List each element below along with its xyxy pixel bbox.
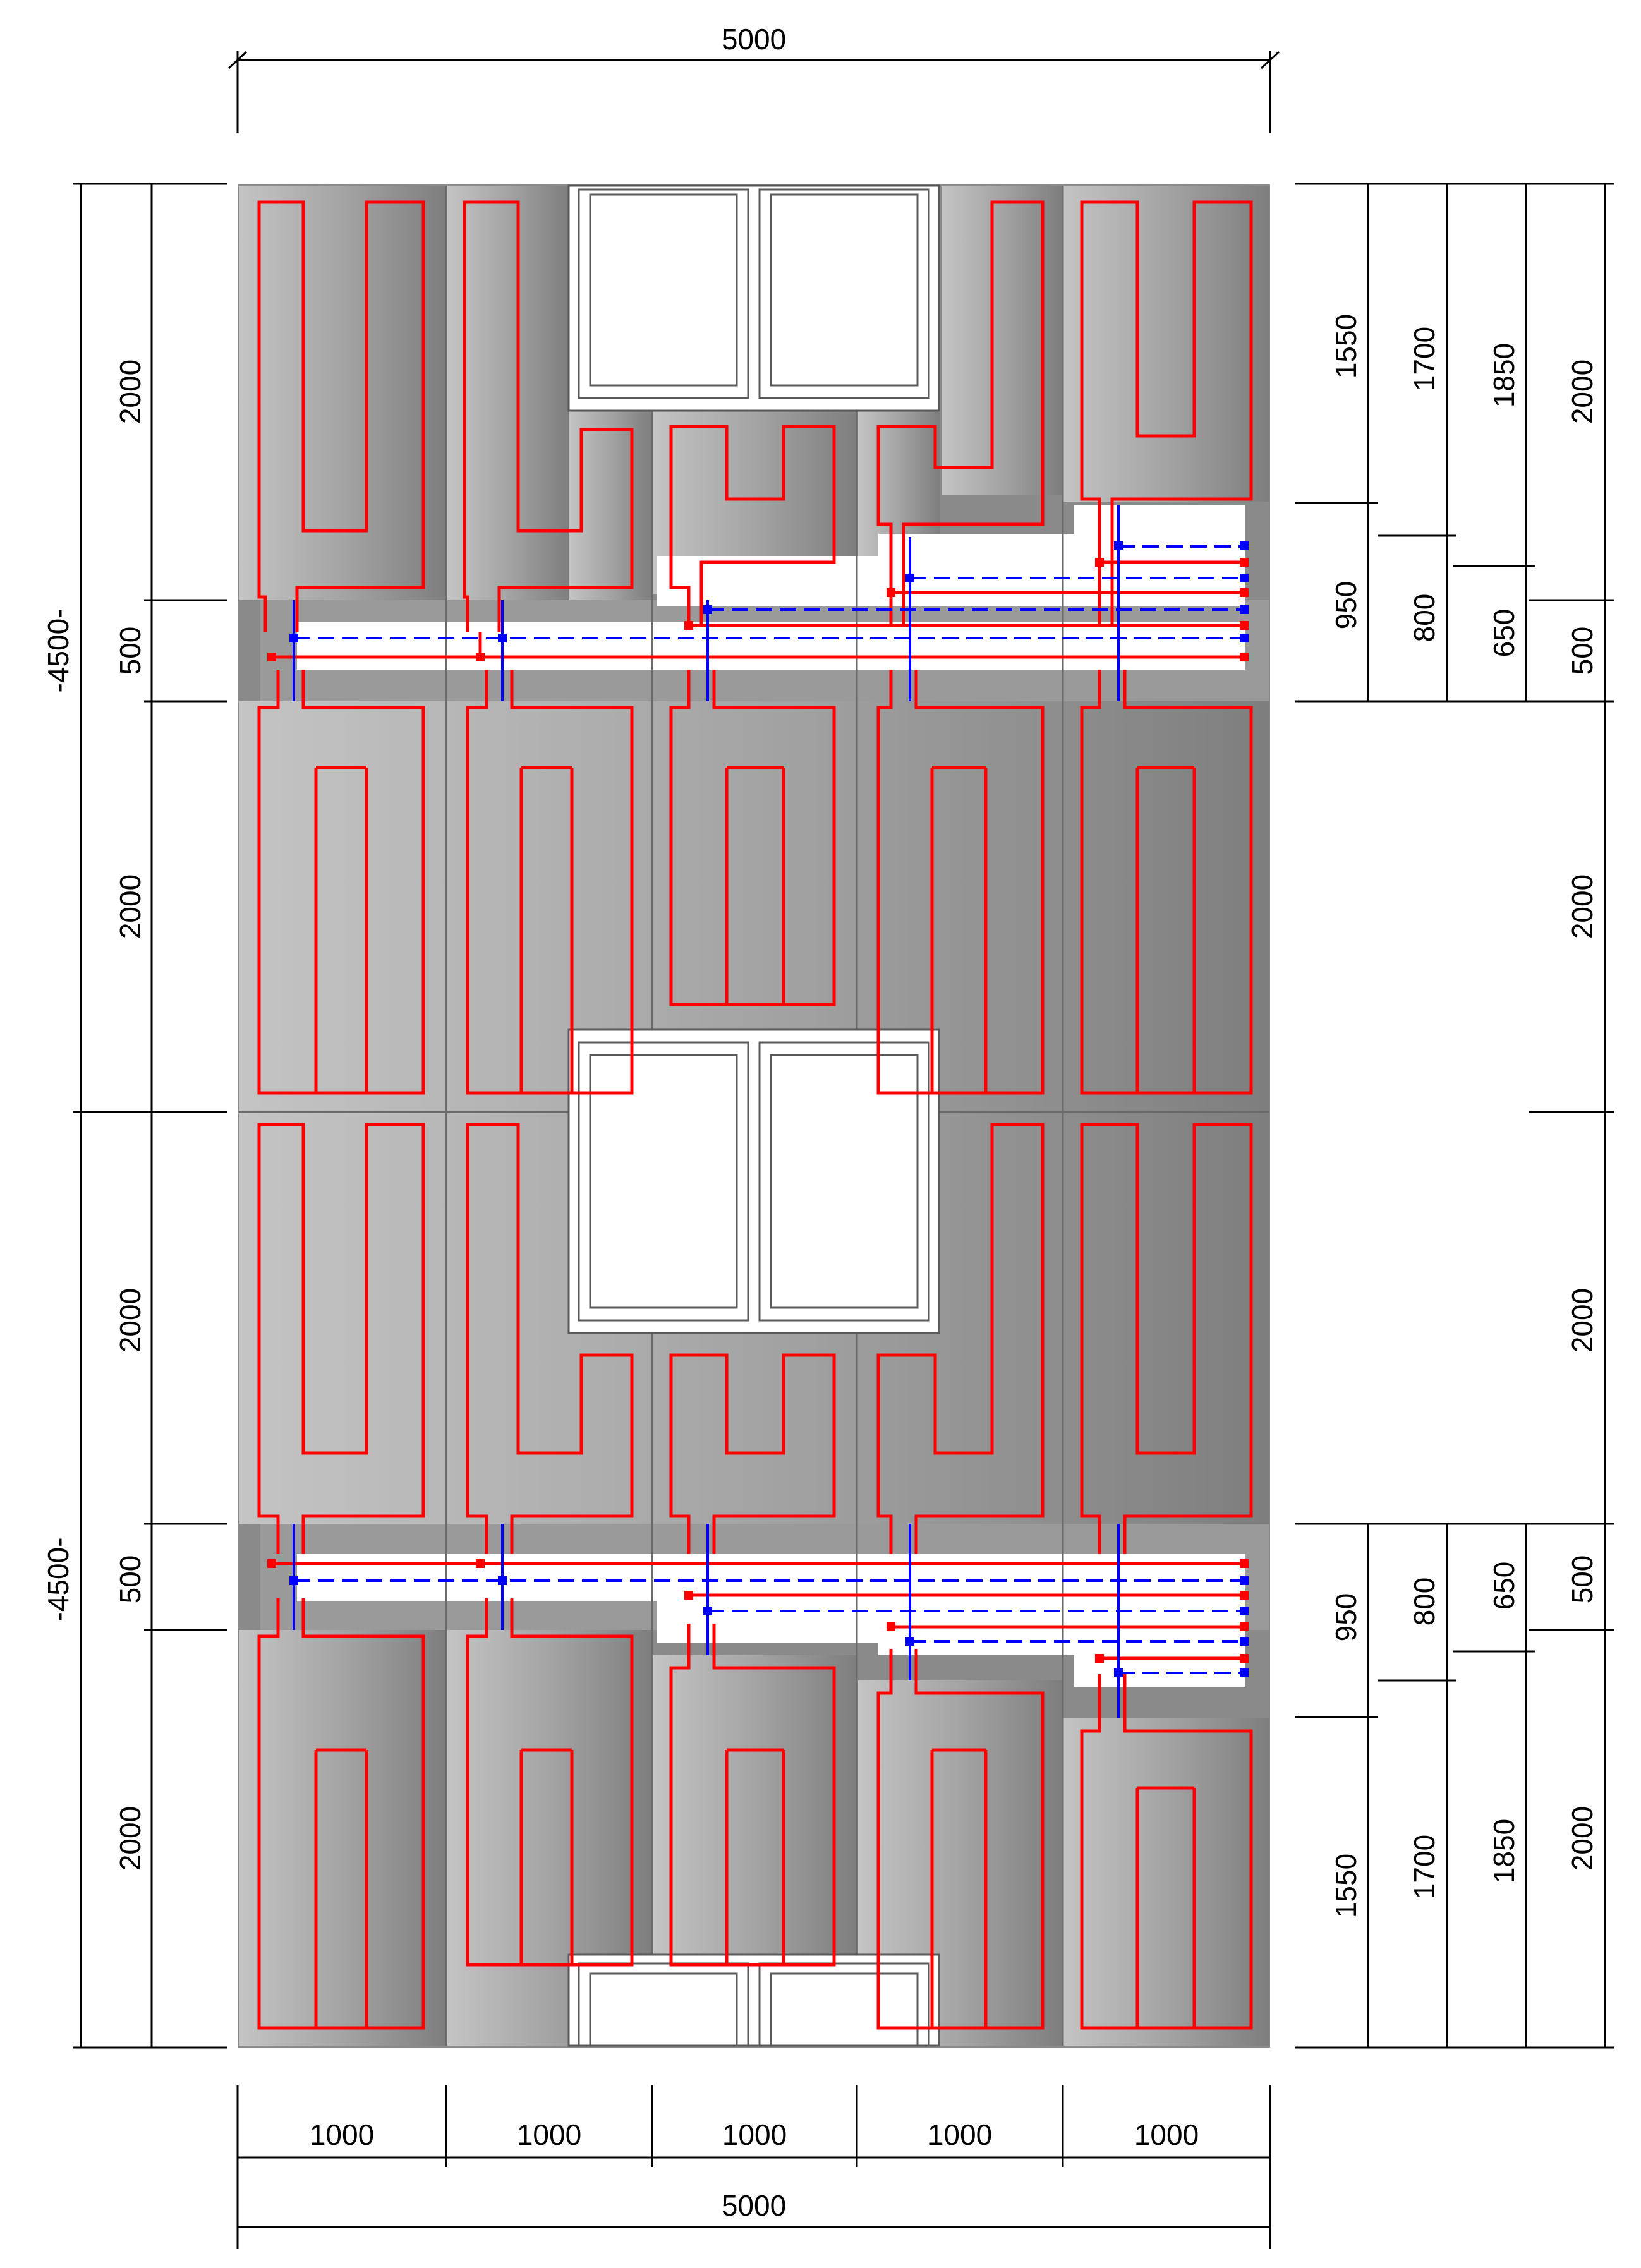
dim-label: 800 (1408, 594, 1441, 642)
manifold-clearance (297, 622, 1245, 670)
dimension-bottom-modules: 1000 1000 1000 1000 1000 (236, 2085, 1271, 2167)
heating-loop (1080, 200, 1253, 625)
dim-label: 1000 (722, 2118, 787, 2151)
panel-tile (1063, 186, 1269, 502)
heating-loop (669, 1353, 836, 1554)
window-top (567, 184, 940, 412)
dim-label: 500 (114, 1555, 147, 1604)
dim-label: 2000 (1566, 1288, 1599, 1353)
dim-label: 650 (1487, 609, 1520, 658)
dim-label: 1550 (1329, 314, 1362, 378)
dim-label: 500 (1566, 1555, 1599, 1604)
heating-loop (463, 200, 634, 632)
manifold-clearance (1074, 505, 1245, 543)
dim-label: 2000 (114, 1288, 147, 1353)
dimension-bottom-total: 5000 (236, 2148, 1271, 2249)
dim-label: 1550 (1329, 1854, 1362, 1918)
dim-label: 1700 (1408, 327, 1441, 391)
supply-manifold-lower (272, 1562, 1248, 1660)
heating-loop (257, 1598, 425, 2030)
heating-loop (1080, 1123, 1253, 1554)
heating-loop (1080, 670, 1253, 1095)
dimension-right-lower-stack: 950 800 650 1550 1700 1850 (1295, 1524, 1535, 2048)
dim-label: 2000 (1566, 874, 1599, 939)
dimension-top-total: 5000 (227, 23, 1280, 133)
heating-loop (466, 670, 634, 1095)
heating-loop (257, 200, 425, 632)
dim-label: 2000 (114, 1806, 147, 1871)
dim-label: 500 (1566, 627, 1599, 675)
dim-label: 800 (1408, 1577, 1441, 1626)
heating-loop (669, 670, 836, 1006)
heating-loops (257, 200, 1253, 2030)
heating-loop (257, 1123, 425, 1554)
heating-loop (876, 670, 1045, 1095)
panel-tile (239, 1630, 446, 2046)
dim-label: 1850 (1487, 1819, 1520, 1883)
heating-loop (669, 1624, 836, 1967)
manifold-clearance (1074, 1643, 1245, 1687)
window-middle (567, 1028, 940, 1334)
dim-label: 950 (1329, 581, 1362, 630)
dim-label: 5000 (722, 23, 786, 56)
dimension-right-upper-stack: 1550 1700 1850 950 800 650 (1295, 184, 1535, 701)
heating-loop (257, 670, 425, 1095)
dimension-left-totals: -4500- -4500- (42, 183, 227, 2049)
heating-loop (1080, 1674, 1253, 2030)
heating-loop (669, 425, 836, 625)
dim-label: 2000 (114, 359, 147, 424)
dim-label: 1000 (928, 2118, 992, 2151)
heating-loop (876, 1123, 1045, 1554)
dim-label: 650 (1487, 1562, 1520, 1610)
dim-label: 950 (1329, 1593, 1362, 1642)
dimension-left-segments: 2000 500 2000 2000 500 2000 (114, 184, 227, 2048)
heating-loop (466, 1123, 634, 1554)
dim-label: 2000 (1566, 359, 1599, 424)
dim-label: 5000 (722, 2189, 786, 2222)
panel-tile (239, 186, 446, 600)
dim-label: 1000 (1134, 2118, 1199, 2151)
dim-label: 2000 (1566, 1806, 1599, 1871)
heating-loop (466, 1598, 634, 1967)
dim-label: 500 (114, 627, 147, 675)
dim-label: 1700 (1408, 1835, 1441, 1899)
dimension-right-outer: 2000 500 2000 2000 500 2000 (1295, 183, 1614, 2049)
heating-loop (876, 1649, 1045, 2030)
manifold-nodes (267, 541, 1249, 1677)
dim-label: 1000 (310, 2118, 374, 2151)
return-manifold-upper (293, 505, 1248, 701)
dim-label: 1000 (517, 2118, 581, 2151)
window-bottom (567, 1953, 940, 2047)
dim-label: 1850 (1487, 343, 1520, 407)
heating-loop (876, 200, 1045, 625)
supply-manifold-upper (272, 560, 1248, 659)
dim-label: 2000 (114, 874, 147, 939)
dim-label: -4500- (42, 1538, 75, 1622)
panel-tile (1063, 1718, 1269, 2046)
wall-panel (238, 184, 1270, 2048)
dim-label: -4500- (42, 609, 75, 693)
